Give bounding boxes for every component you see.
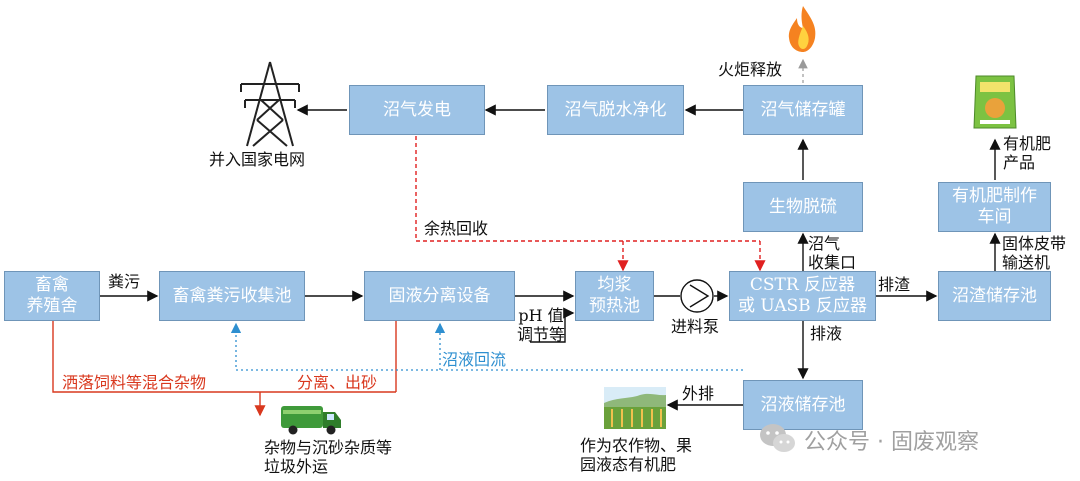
fertilizer-bag-icon <box>973 75 1017 129</box>
garbage-truck-icon <box>281 406 341 435</box>
label-separation-sand: 分离、出砂 <box>297 373 378 392</box>
label-waste-heat: 余热回收 <box>424 219 489 238</box>
liquid-storage-pool-box: 沼液储存池 <box>743 380 863 430</box>
flame-icon <box>788 6 816 52</box>
arrow-ph-adjust <box>530 307 575 343</box>
wechat-icon <box>760 424 795 452</box>
label-conveyor: 固体皮带 输送机 <box>1002 234 1067 272</box>
watermark-text: 公众号 · 固废观察 <box>804 430 979 455</box>
label-flare: 火炬释放 <box>718 60 783 79</box>
manure-collection-pool-box: 畜禽粪污收集池 <box>159 271 305 321</box>
label-garbage-transport: 杂物与沉砂杂质等 垃圾外运 <box>264 438 393 476</box>
label-feed-pump: 进料泵 <box>671 317 720 336</box>
livestock-farm-box: 畜禽 养殖舍 <box>4 271 100 321</box>
label-crop-fertilizer: 作为农作物、果 园液态有机肥 <box>580 436 693 474</box>
label-spilled-feed: 洒落饲料等混合杂物 <box>62 373 207 392</box>
fertilizer-workshop-box: 有机肥制作 车间 <box>938 182 1051 232</box>
reactor-box: CSTR 反应器 或 UASB 反应器 <box>729 271 876 321</box>
label-liquid-reflux: 沼液回流 <box>442 350 507 369</box>
label-grid: 并入国家电网 <box>209 150 306 169</box>
biogas-storage-tank-box: 沼气储存罐 <box>743 85 863 135</box>
residue-storage-pool-box: 沼渣储存池 <box>938 271 1051 321</box>
farmland-icon <box>604 387 666 429</box>
homogenizing-preheat-tank-box: 均浆 预热池 <box>575 271 654 321</box>
solid-liquid-separator-box: 固液分离设备 <box>364 271 515 321</box>
power-tower-icon <box>240 61 300 147</box>
pump-icon <box>680 279 714 313</box>
label-external-discharge: 外排 <box>682 384 715 403</box>
reflux-line <box>230 322 743 371</box>
heat-line <box>415 136 760 242</box>
label-biogas-outlet: 沼气 收集口 <box>808 234 857 272</box>
label-ph-adjust: pH 值 调节等 <box>517 306 566 344</box>
label-fertilizer-product: 有机肥 产品 <box>1003 134 1052 172</box>
debris-line-farm <box>52 321 396 393</box>
label-liquid-discharge: 排液 <box>810 324 843 343</box>
biological-desulfurization-box: 生物脱硫 <box>743 182 863 232</box>
biogas-power-box: 沼气发电 <box>349 85 485 135</box>
biogas-purification-box: 沼气脱水净化 <box>547 85 684 135</box>
label-manure: 粪污 <box>108 272 141 291</box>
label-residue: 排渣 <box>878 275 911 294</box>
